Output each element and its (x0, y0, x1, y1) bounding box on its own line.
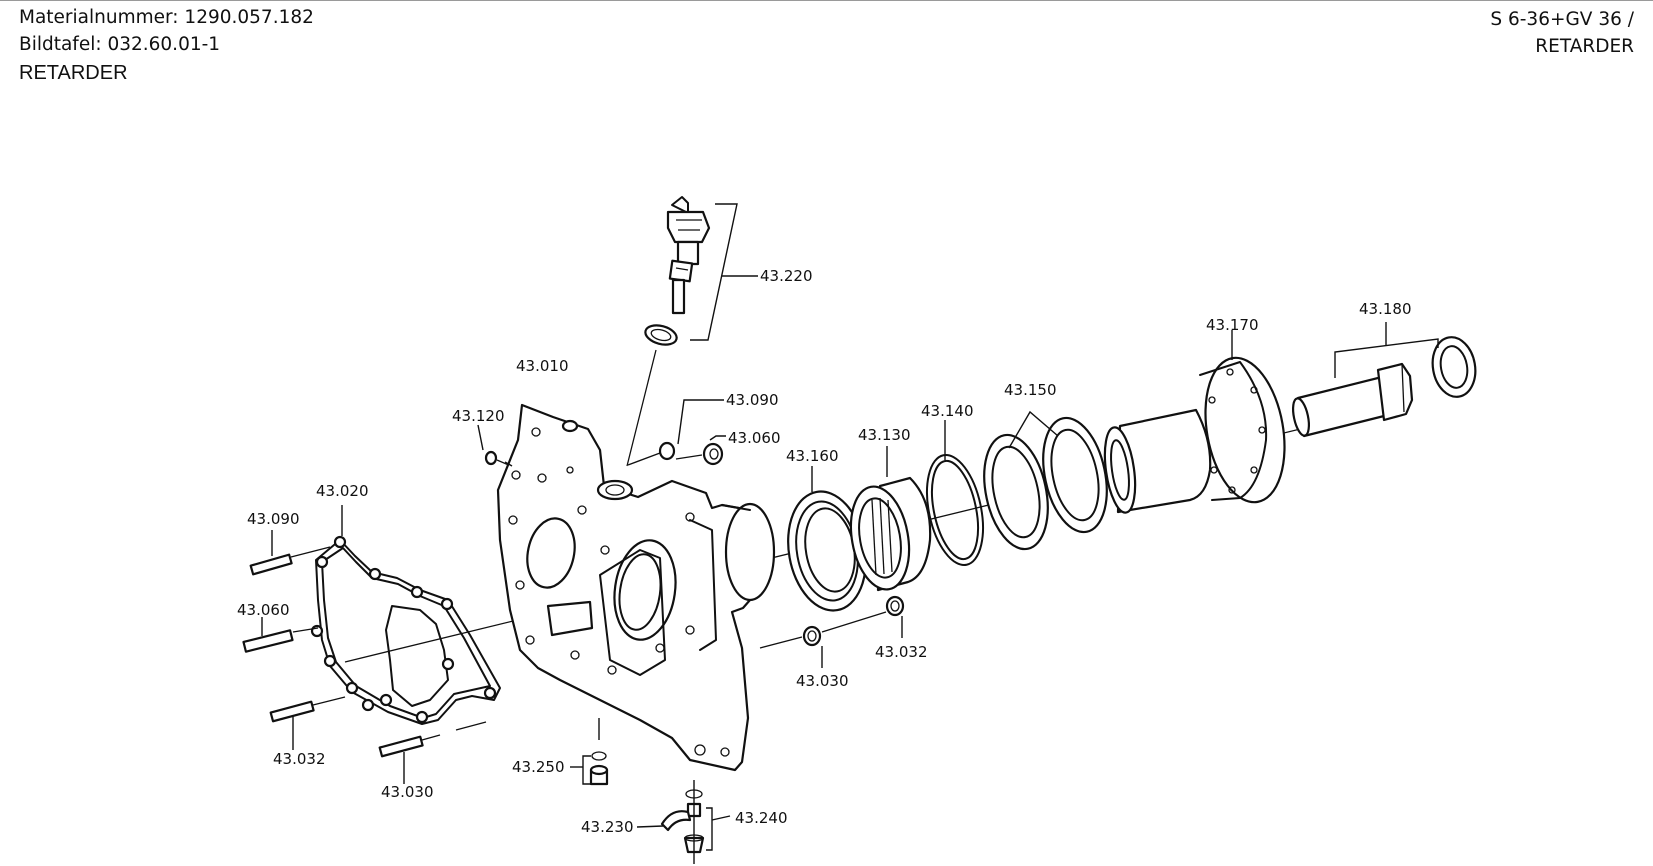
drain-plug-43-250[interactable] (589, 751, 609, 786)
pin-axis-line (627, 452, 661, 466)
callout-43-180[interactable]: 43.180 (1359, 300, 1412, 318)
leader-43-150 (1008, 410, 1059, 449)
header-left: Materialnummer: 1290.057.182 Bildtafel: … (19, 4, 314, 88)
bearing-43-130[interactable] (843, 476, 932, 594)
stud-axis-3 (312, 696, 346, 706)
bolt-43-180[interactable] (1290, 362, 1414, 438)
callout-43-160[interactable]: 43.160 (786, 447, 839, 465)
callout-43-150[interactable]: 43.150 (1004, 381, 1057, 399)
gasket-43-020[interactable] (310, 535, 501, 725)
stud-axis-4 (421, 734, 441, 741)
washer-43-180[interactable] (1428, 334, 1480, 400)
callout-43-090-left[interactable]: 43.090 (247, 510, 300, 528)
callout-43-170[interactable]: 43.170 (1206, 316, 1259, 334)
sensor-axis-line (626, 349, 657, 467)
mid-axis-2 (821, 611, 887, 633)
elbow-43-230[interactable] (660, 810, 692, 832)
seal-43-150-b[interactable] (1034, 412, 1117, 538)
callout-43-060-top[interactable]: 43.060 (728, 429, 781, 447)
model-line-1: S 6-36+GV 36 / (1490, 9, 1634, 30)
leader-43-120 (477, 424, 484, 451)
callout-43-230[interactable]: 43.230 (581, 818, 634, 836)
callout-43-140[interactable]: 43.140 (921, 402, 974, 420)
circlip-43-140[interactable] (918, 450, 992, 570)
stud-axis-2 (292, 627, 319, 633)
stud-43-030-left[interactable] (378, 735, 424, 758)
callout-43-120[interactable]: 43.120 (452, 407, 505, 425)
leader-43-230 (636, 825, 664, 828)
callout-43-060-left[interactable]: 43.060 (237, 601, 290, 619)
stud-43-060-left[interactable] (242, 629, 294, 653)
callout-43-010[interactable]: 43.010 (516, 357, 569, 375)
nut-43-032-mid[interactable] (885, 595, 905, 617)
callout-43-020[interactable]: 43.020 (316, 482, 369, 500)
bracket-43-250 (582, 755, 591, 785)
seal-43-160[interactable] (779, 485, 875, 616)
nut-43-060-top[interactable] (702, 442, 724, 466)
callout-43-032-mid[interactable]: 43.032 (875, 643, 928, 661)
callout-43-090-top[interactable]: 43.090 (726, 391, 779, 409)
model-line-2: RETARDER (1535, 36, 1634, 57)
callout-43-240[interactable]: 43.240 (735, 809, 788, 827)
callout-43-030-left[interactable]: 43.030 (381, 783, 434, 801)
callout-43-220[interactable]: 43.220 (760, 267, 813, 285)
leader-43-090-top (677, 399, 724, 445)
nut-43-030-mid[interactable] (802, 625, 822, 647)
leader-43-060-top (709, 435, 726, 441)
callout-43-250[interactable]: 43.250 (512, 758, 565, 776)
callout-43-030-mid[interactable]: 43.030 (796, 672, 849, 690)
bracket-43-180 (1334, 338, 1439, 378)
mid-axis-1 (759, 636, 803, 649)
leader-43-010 (504, 461, 513, 467)
bracket-43-240 (706, 807, 713, 851)
stud-43-032-left[interactable] (269, 700, 315, 723)
plate-number: Bildtafel: 032.60.01-1 (19, 34, 221, 55)
header-right: S 6-36+GV 36 / RETARDER (1490, 6, 1634, 60)
material-number: Materialnummer: 1290.057.182 (19, 7, 314, 28)
housing-43-010[interactable] (496, 403, 776, 772)
group-title: RETARDER (19, 62, 128, 84)
callout-43-032-left[interactable]: 43.032 (273, 750, 326, 768)
stud-43-090-left[interactable] (249, 553, 293, 576)
stud-axis-1 (290, 546, 331, 558)
plug-43-120[interactable] (484, 450, 498, 466)
pin-43-090-top[interactable] (658, 441, 676, 461)
bracket-43-220 (690, 203, 738, 341)
callout-43-130[interactable]: 43.130 (858, 426, 911, 444)
leader-43-240 (711, 815, 731, 821)
sensor-43-220[interactable] (643, 196, 711, 348)
nut-axis-line (675, 454, 703, 460)
gasket-axis-stub (455, 721, 487, 731)
seal-43-150-a[interactable] (975, 429, 1058, 555)
top-rule (0, 0, 1653, 1)
flange-43-170[interactable] (1100, 352, 1295, 515)
